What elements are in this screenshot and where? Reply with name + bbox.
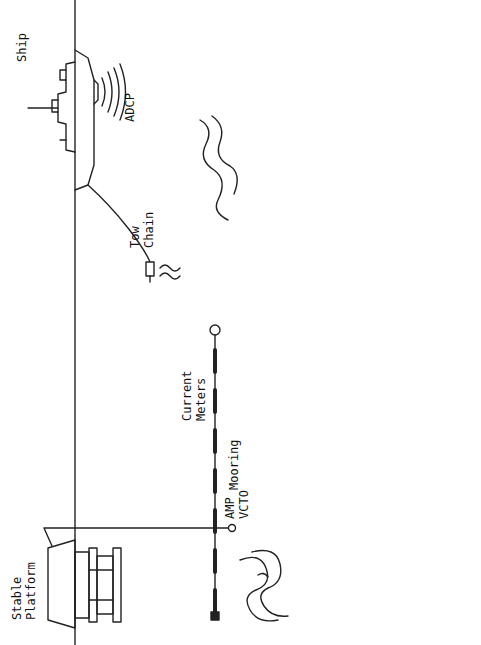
mooring-line [210, 325, 220, 620]
ship-label: Ship [15, 2, 29, 62]
instrument-label: AMP VCTO [223, 469, 251, 519]
part-label: Tow Chain [128, 196, 156, 248]
turbulence-sketch [160, 116, 237, 279]
part-label: Stable Platform [10, 548, 38, 620]
stable-platform-drawing [44, 525, 236, 629]
ship-drawing [28, 50, 98, 190]
adcp-beams [102, 64, 126, 120]
instrument-label: ADCP [123, 62, 137, 122]
eddy-sketch [240, 551, 288, 621]
part-label: Mooring [227, 420, 241, 490]
part-label: Current Meters [180, 349, 208, 421]
